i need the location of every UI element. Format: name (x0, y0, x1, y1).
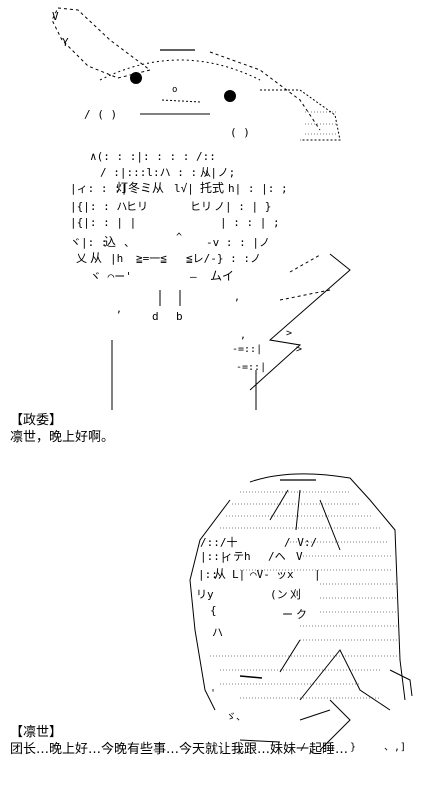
svg-text:ヒリ: ヒリ (190, 200, 212, 213)
svg-text:、,]: 、,] (384, 742, 406, 753)
svg-text:ヾ|: :: ヾ|: : (70, 236, 108, 249)
svg-text:V: V (296, 550, 303, 563)
svg-text:^: ^ (176, 232, 182, 243)
svg-text:Y: Y (62, 36, 69, 49)
svg-text:ノ| : | }: ノ| : | } (214, 200, 271, 213)
svg-text:{: { (210, 604, 217, 617)
svg-text:|::|: |::| (200, 550, 227, 563)
svg-text:ィテh: ィテh (222, 550, 251, 563)
svg-text:|: | (236, 744, 242, 755)
svg-text:|::: |:: (198, 568, 218, 581)
svg-text:≧=一≦: ≧=一≦ (136, 252, 167, 265)
panel-1: V Y o / ( ) ( ) ∧(: : :|: : : : /:: / :|… (10, 7, 351, 445)
svg-text:,: , (240, 330, 246, 341)
dialogue-line: 团长…晚上好…今晚有些事…今天就让我跟…妹妹一起睡… (10, 742, 349, 757)
svg-text:V: V (52, 10, 59, 23)
svg-text:⌒V-: ⌒V- (250, 568, 270, 581)
svg-text:>: > (286, 328, 292, 339)
svg-text:L|: L| (232, 568, 245, 581)
svg-text:b: b (176, 310, 183, 323)
svg-text:': ' (210, 688, 216, 699)
svg-text:-=::|: -=::| (232, 344, 262, 355)
svg-text:|ィ: : :|: |ィ: : :| (70, 182, 127, 195)
svg-text:,: , (234, 292, 240, 303)
svg-text:込: 込 (104, 235, 116, 249)
svg-text:灯冬ミ从: 灯冬ミ从 (116, 180, 164, 195)
svg-text:从 ノ;: 从 ノ; (200, 166, 235, 179)
svg-text:、: 、 (124, 236, 135, 249)
speaker-name: 【政委】 (10, 413, 63, 428)
svg-text:ヾ ⌒ー': ヾ ⌒ー' (90, 270, 132, 283)
svg-text:ヒリ: ヒリ (126, 200, 148, 213)
svg-text:/ :|:::l:ハ : : :|: / :|:::l:ハ : : :| (100, 166, 217, 179)
svg-text:(ン: (ン (270, 588, 288, 601)
svg-text:|{|: : | |: |{|: : | | (70, 216, 136, 229)
svg-text:ッx: ッx (276, 568, 294, 581)
svg-text:>: > (296, 344, 302, 355)
svg-text:d: d (152, 310, 159, 323)
svg-text:托式: 托式 (200, 181, 224, 195)
svg-text:/: / (300, 742, 306, 753)
svg-text:≦レ/-} : :ノ: ≦レ/-} : :ノ (186, 252, 261, 265)
svg-text:ムイ: ムイ (210, 269, 234, 283)
svg-text:| : : | ;: | : : | ; (220, 216, 280, 229)
svg-text:从: 从 (90, 251, 102, 265)
left-eye-icon (130, 72, 142, 84)
svg-text:/ヘ: /ヘ (268, 550, 286, 563)
svg-text:/ ( ): / ( ) (84, 108, 117, 121)
svg-text:/ V:/: / V:/ (284, 536, 317, 549)
svg-text:ー: ー (282, 608, 293, 621)
svg-text:刈: 刈 (290, 588, 301, 601)
dialogue-line: 凛世，晚上好啊。 (10, 430, 115, 445)
svg-text:从: 从 (214, 567, 226, 581)
svg-text:|: | (314, 568, 321, 581)
svg-text:h| : |: ;: h| : |: ; (228, 182, 288, 195)
svg-text:,: , (116, 304, 122, 315)
svg-text:∧(: : :|: : : : /::: ∧(: : :|: : : : /:: (90, 150, 216, 163)
svg-text:|{|: : ハ: |{|: : ハ (70, 200, 127, 213)
panel-2: /::/十 / V:/ |::| ィテh /ヘ V |:: 从 L| ⌒V- ッ… (0, 460, 424, 800)
speaker-name: 【凛世】 (10, 725, 63, 740)
svg-text:ゞ、: ゞ、 (226, 712, 246, 723)
svg-text:リy: リy (196, 588, 214, 601)
svg-text:-v : : |ノ: -v : : |ノ (206, 236, 270, 249)
svg-text:―: ― (190, 270, 197, 283)
svg-text:l√|: l√| (174, 182, 194, 195)
svg-text:|h: |h (110, 252, 123, 265)
svg-text:( ): ( ) (230, 126, 250, 139)
right-eye-icon (224, 90, 236, 102)
svg-text:-=::|: -=::| (236, 362, 266, 373)
svg-text:o: o (172, 85, 177, 95)
ascii-art-pikachu-hat: V Y o / ( ) ( ) ∧(: : :|: : : : /:: / :|… (51, 7, 351, 410)
svg-text:}: } (350, 742, 356, 753)
svg-text:ク: ク (296, 608, 307, 621)
svg-text:ハ: ハ (212, 626, 223, 639)
svg-text:/::/十: /::/十 (200, 535, 238, 549)
svg-text:乂: 乂 (76, 252, 87, 265)
ascii-art-rinze: /::/十 / V:/ |::| ィテh /ヘ V |:: 从 L| ⌒V- ッ… (189, 473, 413, 755)
